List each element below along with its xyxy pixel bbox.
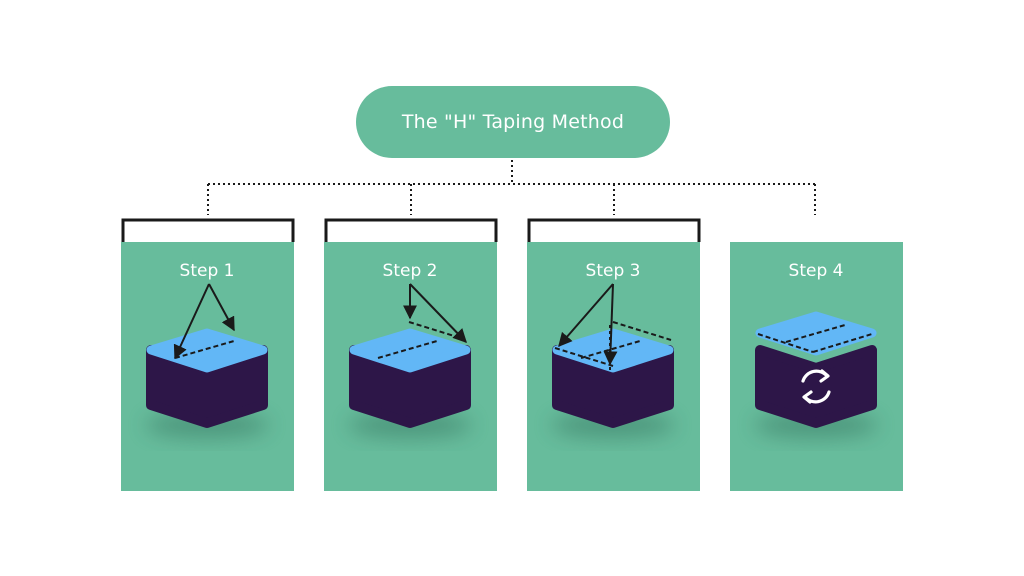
box-step-3 — [551, 283, 675, 438]
step-1-label: Step 1 — [179, 261, 235, 281]
tape-line-center — [377, 340, 438, 359]
box-top — [349, 328, 471, 373]
tape-line-front — [757, 333, 814, 353]
arrow-left — [558, 283, 614, 348]
tape-line-side — [812, 333, 873, 353]
box-body — [755, 345, 877, 428]
step-4-label: Step 4 — [788, 261, 844, 281]
tape-line-center — [580, 340, 641, 359]
box-step-4 — [754, 311, 878, 438]
bracket-step-2 — [324, 218, 498, 242]
box-top — [146, 328, 268, 373]
step-2-label: Step 2 — [382, 261, 438, 281]
box-top — [552, 328, 674, 373]
box-step-2 — [348, 283, 472, 438]
connector-tree — [207, 160, 816, 215]
arrow-left — [173, 283, 210, 360]
refresh-icon — [801, 369, 831, 404]
tape-line-center — [785, 324, 846, 343]
arrow-right — [409, 283, 467, 344]
tape-line-edge — [408, 321, 465, 340]
step-3-label: Step 3 — [585, 261, 641, 281]
tape-line-front — [554, 347, 614, 367]
title-pill: The "H" Taping Method — [356, 86, 670, 158]
bracket-step-1 — [121, 218, 295, 242]
bracket-step-3 — [527, 218, 701, 242]
brackets — [121, 218, 701, 242]
arrow-right — [208, 283, 235, 332]
box-step-1 — [145, 283, 269, 438]
arrow-down — [603, 283, 618, 366]
tape-line-back — [612, 321, 672, 341]
